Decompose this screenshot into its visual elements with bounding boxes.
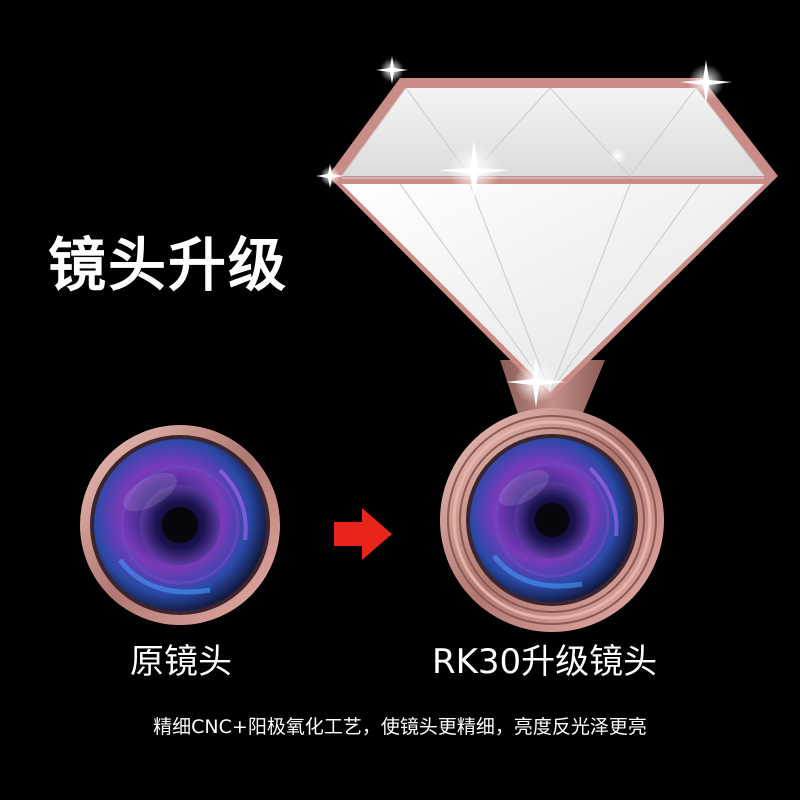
- original-lens-label: 原镜头: [130, 642, 232, 682]
- original-lens: [80, 425, 280, 625]
- diamond-crown: [342, 88, 764, 176]
- diamond-clip: [316, 56, 778, 420]
- sparkles: [316, 56, 732, 408]
- diamond-facets: [341, 87, 765, 393]
- upgraded-lens-label: RK30升级镜头: [432, 642, 658, 682]
- caption: 精细CNC+阳极氧化工艺，使镜头更精细，亮度反光泽更亮: [153, 716, 647, 738]
- diamond-pavilion: [342, 184, 764, 392]
- upgraded-lens: [440, 408, 664, 632]
- headline: 镜头升级: [48, 231, 289, 299]
- arrow-icon: [334, 508, 392, 560]
